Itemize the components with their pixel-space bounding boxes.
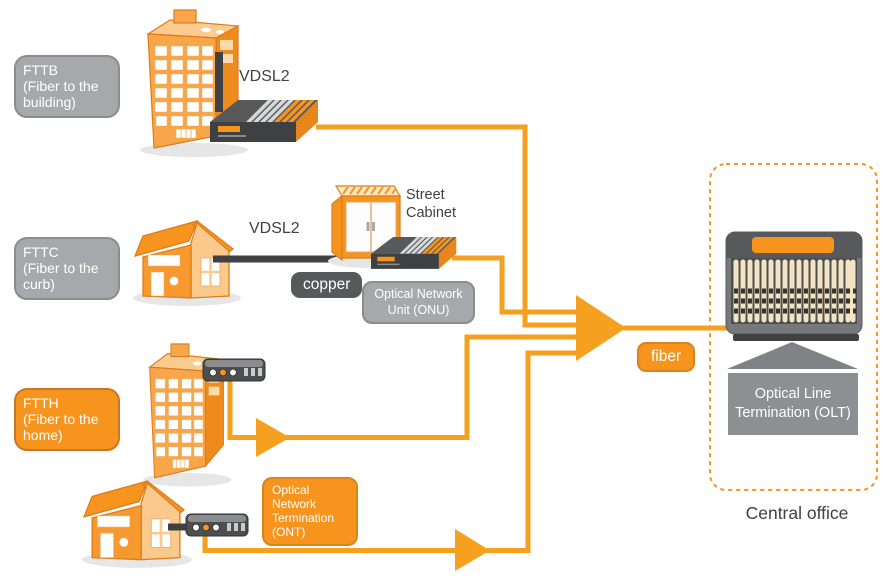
fttb-label: FTTB (Fiber to the building) [14, 55, 120, 118]
fttc-abbr: FTTC [23, 244, 59, 260]
vdsl2-building-label: VDSL2 [239, 68, 290, 85]
ftth-label: FTTH (Fiber to the home) [14, 388, 120, 451]
copper-label: copper [291, 272, 363, 298]
ftth-arrow-icon [256, 418, 290, 457]
olt-rack-icon [725, 231, 863, 341]
olt-label: Optical Line Termination (OLT) [728, 373, 858, 435]
ont-router-icon [185, 513, 249, 537]
fiber-label: fiber [637, 342, 696, 372]
ont-fiber-line [202, 350, 577, 553]
ftth-fiber-line [227, 334, 577, 440]
ftth-router-icon [202, 358, 266, 382]
vdsl2-curb-label: VDSL2 [249, 220, 300, 237]
fiber-lines [202, 124, 731, 553]
up-arrow-pedestal-icon [727, 342, 858, 369]
fttb-abbr: FTTB [23, 62, 58, 78]
onu-label: Optical Network Unit (ONU) [362, 281, 475, 325]
fttc-house-icon [131, 219, 243, 308]
ftth-desc: (Fiber to the home) [23, 411, 99, 444]
ont-label: Optical Network Termination (ONT) [262, 477, 358, 546]
central-office-label: Central office [745, 503, 849, 523]
ont-arrow-icon [455, 529, 490, 571]
fttb-desc: (Fiber to the building) [23, 78, 99, 111]
fttb-fiber-line [316, 124, 577, 328]
fttc-desc: (Fiber to the curb) [23, 260, 99, 293]
ftth-abbr: FTTH [23, 395, 59, 411]
street-cabinet-label: Street Cabinet [406, 187, 456, 222]
big-right-arrow-icon [576, 295, 626, 361]
onu-fiber-line [452, 255, 577, 315]
fttc-label: FTTC (Fiber to the curb) [14, 237, 120, 300]
